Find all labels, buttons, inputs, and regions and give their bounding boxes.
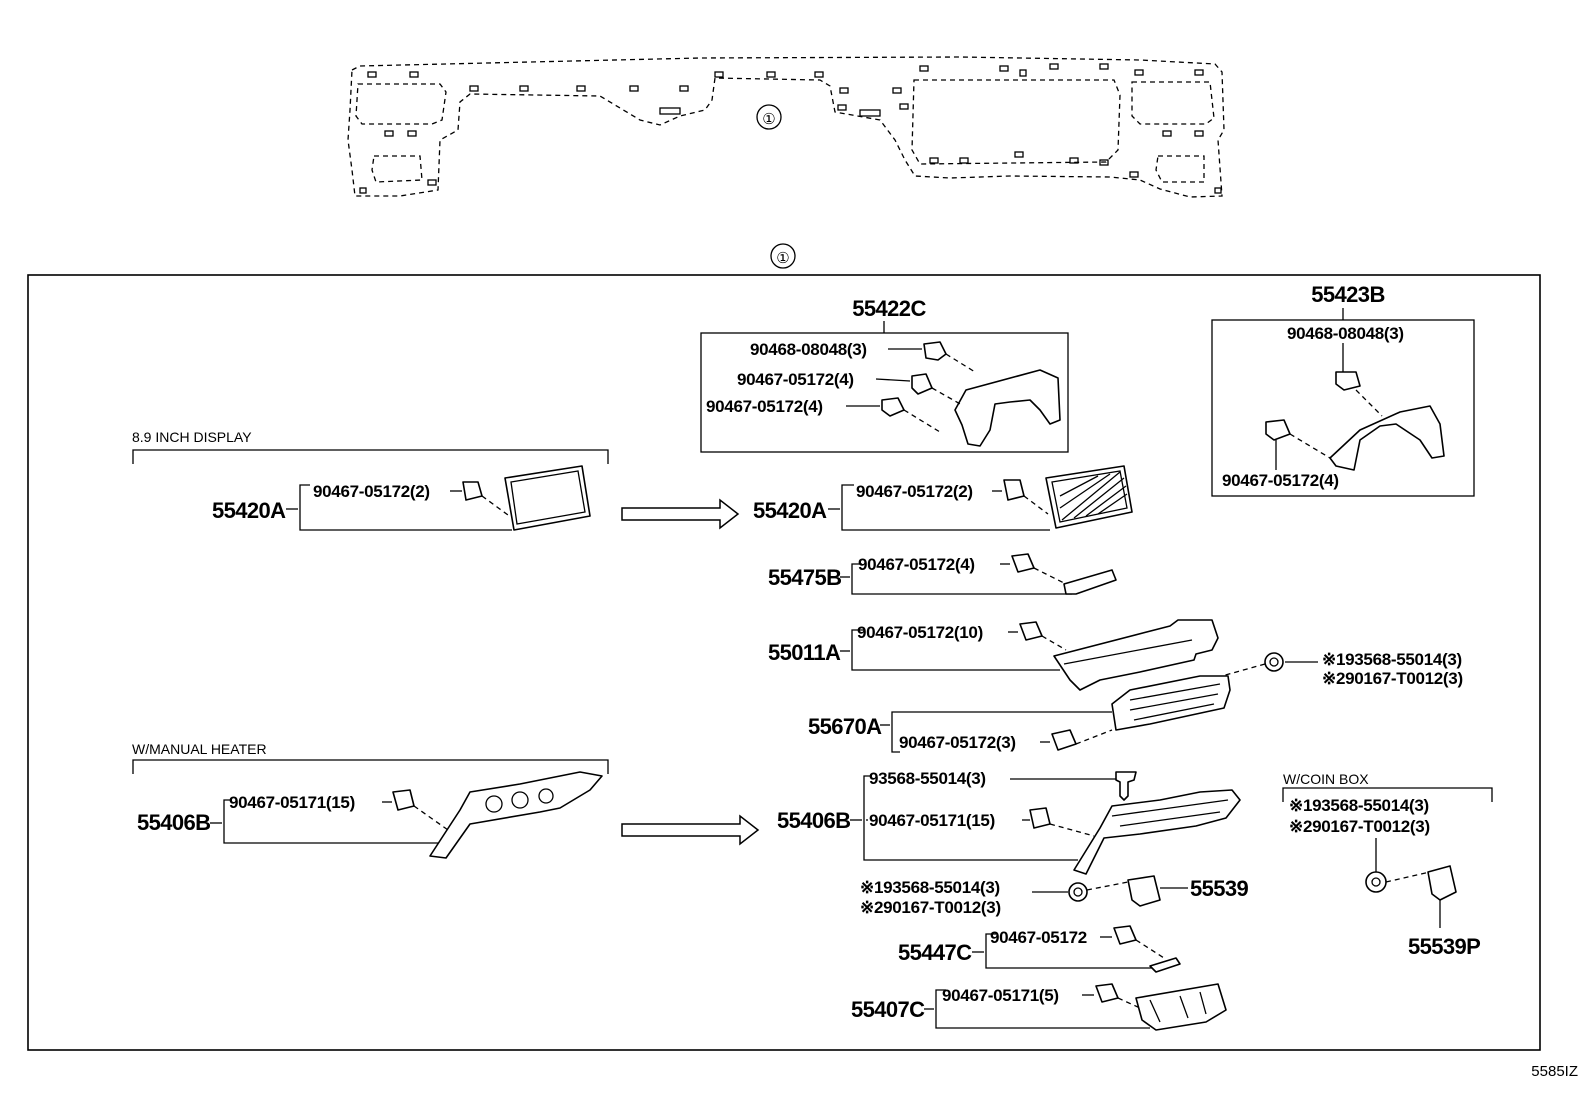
clip-icon bbox=[1019, 621, 1043, 641]
clip-icon bbox=[1095, 983, 1119, 1003]
overview-ref-circle: ① bbox=[762, 111, 775, 128]
group-label-coin-box: W/COIN BOX bbox=[1283, 771, 1369, 787]
socket-55539 bbox=[1127, 875, 1161, 907]
assembly-55420A-right: 55420A 90467-05172(2) bbox=[753, 465, 1133, 531]
assembly-55447C: 55447C 90467-05172 bbox=[898, 925, 1181, 973]
label-55407C: 55407C bbox=[851, 997, 925, 1022]
label-55447C: 55447C bbox=[898, 940, 972, 965]
label-55420A-right: 55420A bbox=[753, 498, 827, 523]
label-screw-55011A-2: ※290167-T0012(3) bbox=[1322, 669, 1463, 688]
assembly-55423B: 55423B 90468-08048(3) 90467-05172(4) bbox=[1211, 282, 1475, 497]
clip-icon bbox=[1335, 371, 1361, 391]
label-clip-55011A: 90467-05172(10) bbox=[857, 623, 983, 642]
arrow-display-upgrade-icon bbox=[621, 498, 740, 530]
clip-icon bbox=[1029, 807, 1051, 829]
clip-icon bbox=[911, 373, 933, 395]
label-screw-55539-2: ※290167-T0012(3) bbox=[860, 898, 1001, 917]
trim-strip-55475B bbox=[1063, 569, 1117, 595]
label-clip-55407C: 90467-05171(5) bbox=[942, 986, 1059, 1005]
drawing-id: 5585IZ bbox=[1531, 1063, 1578, 1080]
panel-55011A bbox=[1053, 619, 1219, 691]
clip-icon bbox=[881, 397, 905, 417]
trim-55447C bbox=[1149, 957, 1181, 973]
label-55420A-left: 55420A bbox=[212, 498, 286, 523]
display-panel-left bbox=[504, 465, 591, 531]
assembly-55539: ※193568-55014(3) ※290167-T0012(3) 55539 bbox=[860, 875, 1249, 917]
clip-icon bbox=[923, 341, 947, 361]
bolt-icon bbox=[1115, 771, 1137, 801]
label-screw-55011A-1: ※193568-55014(3) bbox=[1322, 650, 1462, 669]
group-manual-heater: W/MANUAL HEATER 55406B 90467-05171(15) bbox=[132, 741, 609, 859]
label-clip-55406B-left: 90467-05171(15) bbox=[229, 793, 355, 812]
clip-icon bbox=[1003, 479, 1025, 501]
label-55670A: 55670A bbox=[808, 714, 882, 739]
label-55406B-left: 55406B bbox=[137, 810, 210, 835]
assembly-55011A: 55011A 90467-05172(10) ※193568-55014(3) … bbox=[768, 619, 1463, 691]
label-55539P: 55539P bbox=[1408, 934, 1480, 959]
screw-icon bbox=[1365, 871, 1387, 893]
label-clip-55475B: 90467-05172(4) bbox=[858, 555, 975, 574]
label-clip-55447C: 90467-05172 bbox=[990, 928, 1087, 947]
detail-frame bbox=[27, 274, 1541, 1051]
frame-ref-circle: ① bbox=[776, 250, 789, 267]
label-screw-55539-1: ※193568-55014(3) bbox=[860, 878, 1000, 897]
label-55539: 55539 bbox=[1190, 876, 1249, 901]
label-clip-55406B-right: 90467-05171(15) bbox=[869, 811, 995, 830]
clip-icon bbox=[462, 481, 483, 501]
group-8-9-inch-display: 8.9 INCH DISPLAY 55420A 90467-05172(2) bbox=[132, 429, 609, 531]
heater-panel-left bbox=[429, 771, 603, 859]
group-label-manual-heater: W/MANUAL HEATER bbox=[132, 741, 267, 757]
clip-icon bbox=[392, 789, 415, 811]
label-screw-55539P-2: ※290167-T0012(3) bbox=[1289, 817, 1430, 836]
label-90467-05172-c: 90467-05172(4) bbox=[1222, 471, 1339, 490]
label-55406B-right: 55406B bbox=[777, 808, 850, 833]
label-screw-55406B: 93568-55014(3) bbox=[869, 769, 986, 788]
screw-icon bbox=[1068, 882, 1088, 902]
label-55422C: 55422C bbox=[852, 296, 926, 321]
label-clip-55670A: 90467-05172(3) bbox=[899, 733, 1016, 752]
label-90467-05172-a: 90467-05172(4) bbox=[737, 370, 854, 389]
label-55011A: 55011A bbox=[768, 640, 841, 665]
assembly-55407C: 55407C 90467-05171(5) bbox=[851, 983, 1227, 1031]
socket-55539P bbox=[1427, 865, 1457, 901]
arrow-heater-upgrade-icon bbox=[621, 814, 760, 846]
assembly-55475B: 55475B 90467-05172(4) bbox=[768, 553, 1117, 595]
group-label-display: 8.9 INCH DISPLAY bbox=[132, 429, 252, 445]
assembly-55406B-right: 55406B 93568-55014(3) 90467-05171(15) bbox=[777, 769, 1241, 875]
heater-panel-right bbox=[1073, 789, 1241, 875]
assembly-55422C: 55422C 90468-08048(3) 90467-05172(4) 904… bbox=[700, 296, 1069, 453]
clip-icon bbox=[1011, 553, 1035, 573]
clip-icon bbox=[1051, 729, 1077, 751]
screw-icon bbox=[1264, 652, 1284, 672]
frame-ref-marker: ① bbox=[770, 243, 796, 269]
label-90468-08048-a: 90468-08048(3) bbox=[750, 340, 867, 359]
label-55475B: 55475B bbox=[768, 565, 841, 590]
label-90468-08048-b: 90468-08048(3) bbox=[1287, 324, 1404, 343]
label-clip-55420A-left: 90467-05172(2) bbox=[313, 482, 430, 501]
pocket-55407C bbox=[1135, 983, 1227, 1031]
clip-icon bbox=[1265, 419, 1291, 441]
bracket-55423B bbox=[1329, 405, 1445, 471]
assembly-55670A: 55670A 90467-05172(3) bbox=[808, 675, 1231, 753]
instrument-panel-overview: ① bbox=[347, 56, 1225, 198]
bracket-55422C bbox=[954, 369, 1061, 447]
group-coin-box: W/COIN BOX ※193568-55014(3) ※290167-T001… bbox=[1282, 771, 1493, 959]
label-clip-55420A-right: 90467-05172(2) bbox=[856, 482, 973, 501]
label-screw-55539P-1: ※193568-55014(3) bbox=[1289, 796, 1429, 815]
label-55423B: 55423B bbox=[1311, 282, 1384, 307]
clip-icon bbox=[1113, 925, 1137, 945]
label-90467-05172-b: 90467-05172(4) bbox=[706, 397, 823, 416]
